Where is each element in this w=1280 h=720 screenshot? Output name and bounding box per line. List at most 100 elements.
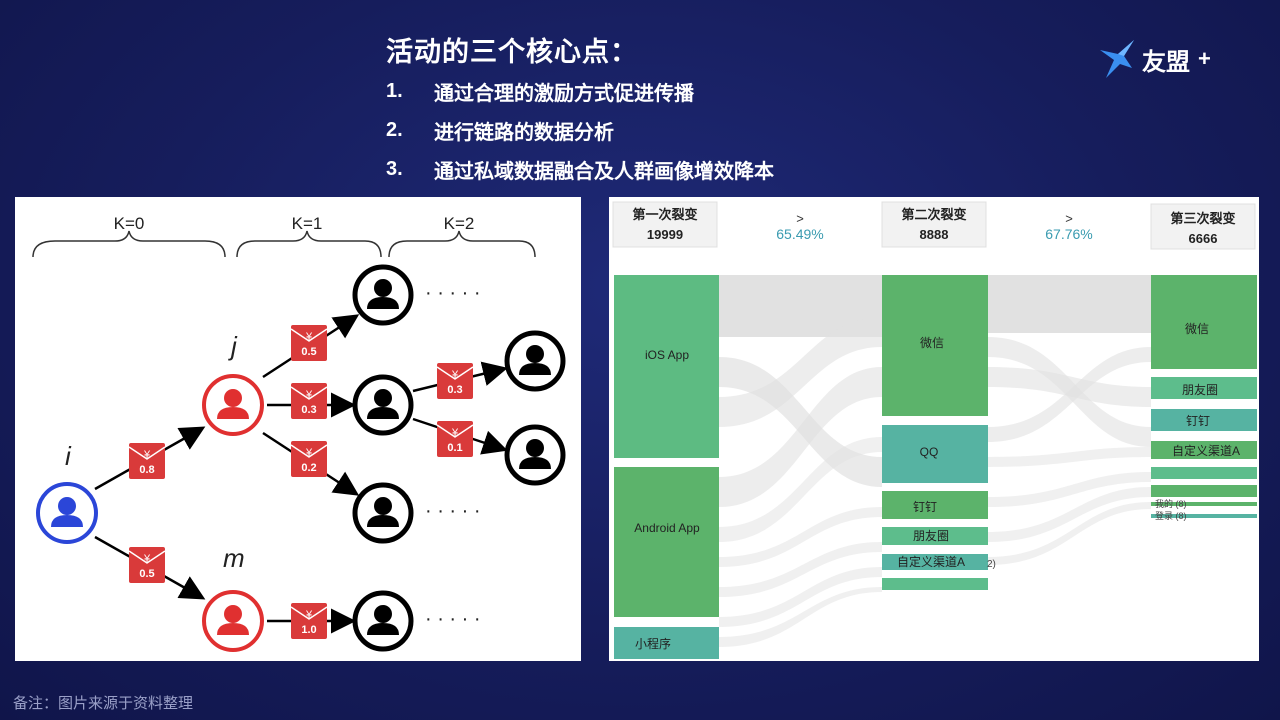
- stage3-node-mine: 我的 (8): [1151, 498, 1257, 509]
- envelope-0-5-a: ¥ 0.5: [128, 546, 166, 584]
- svg-text:67.76%: 67.76%: [1045, 226, 1092, 242]
- core-point-item: 1. 通过合理的激励方式促进传播: [386, 72, 774, 111]
- svg-text:1.0: 1.0: [301, 624, 316, 636]
- stage3-node-bar-a: [1151, 467, 1257, 479]
- svg-text:65.49%: 65.49%: [776, 226, 823, 242]
- stage-header-2: 第二次裂变 8888: [881, 201, 987, 248]
- stage2-node-qq: QQ: [882, 425, 988, 483]
- svg-text:>: >: [796, 211, 804, 226]
- stage1-node-ios: iOS App: [614, 275, 719, 458]
- slide-title: 活动的三个核心点：: [386, 37, 638, 67]
- node-j: [202, 374, 264, 436]
- umeng-swallow-icon: [1100, 40, 1134, 78]
- stage2-node-custom-a: 自定义渠道A 2): [882, 554, 996, 570]
- level-label-k2: K=2: [444, 214, 475, 233]
- svg-text:Android App: Android App: [634, 521, 700, 535]
- svg-text:钉钉: 钉钉: [1186, 414, 1210, 428]
- svg-text:¥: ¥: [451, 427, 459, 439]
- core-point-item: 2. 进行链路的数据分析: [386, 111, 774, 150]
- svg-text:微信: 微信: [920, 336, 944, 350]
- core-point-item: 3.通过私域数据融合及人群画像增效降本: [386, 150, 774, 189]
- svg-text:小程序: 小程序: [635, 636, 671, 651]
- svg-text:0.3: 0.3: [301, 404, 316, 416]
- envelope-0-8: ¥ 0.8: [128, 442, 166, 480]
- node-k2-b: [507, 427, 563, 483]
- point-number: 2.: [386, 119, 403, 141]
- point-text: 通过合理的激励方式促进传播: [434, 83, 694, 105]
- node-k1-b: [355, 377, 411, 433]
- stage3-node-custom-a: 自定义渠道A: [1151, 441, 1257, 459]
- svg-text:¥: ¥: [305, 609, 313, 621]
- node-k1-c: [355, 485, 411, 541]
- svg-text:¥: ¥: [143, 449, 151, 461]
- svg-text:QQ: QQ: [920, 445, 939, 459]
- stage1-node-android: Android App: [614, 467, 719, 617]
- svg-text:>: >: [1065, 211, 1073, 226]
- conversion-1: > 65.49%: [776, 211, 823, 242]
- envelope-1-0: ¥ 1.0: [290, 602, 328, 640]
- stage3-node-moments: 朋友圈: [1151, 377, 1257, 399]
- ellipsis-3: · · · · ·: [425, 608, 481, 630]
- svg-text:8888: 8888: [920, 227, 949, 242]
- node-k2-a: [507, 333, 563, 389]
- svg-text:0.1: 0.1: [447, 442, 462, 454]
- stage3-node-dingtalk: 钉钉: [1151, 409, 1257, 431]
- stage3-node-bar-b: [1151, 485, 1257, 497]
- level-label-k1: K=1: [292, 214, 323, 233]
- svg-text:0.5: 0.5: [139, 568, 154, 580]
- stage-header-1: 第一次裂变 19999: [612, 201, 718, 248]
- sankey-flows: [719, 275, 1151, 647]
- node-label-m: m: [223, 543, 245, 573]
- svg-text:微信: 微信: [1185, 322, 1209, 336]
- svg-text:登录 (8): 登录 (8): [1155, 511, 1187, 521]
- svg-text:¥: ¥: [305, 447, 313, 459]
- ellipsis-1: · · · · ·: [425, 282, 481, 304]
- footnote: 备注：图片来源于资料整理: [13, 695, 194, 712]
- stage2-node-other: [882, 578, 988, 590]
- svg-text:0.5: 0.5: [301, 346, 316, 358]
- referral-tree-diagram: K=0 K=1 K=2: [15, 197, 581, 661]
- stage-header-3: 第三次裂变 6666: [1150, 203, 1256, 250]
- stage3-node-login: 登录 (8): [1151, 511, 1257, 521]
- logo-text: 友盟: [1142, 48, 1190, 76]
- point-number: 3.: [386, 158, 403, 180]
- svg-text:自定义渠道A: 自定义渠道A: [897, 554, 965, 569]
- node-k1-a: [355, 267, 411, 323]
- brace-k1: [236, 230, 382, 258]
- envelope-0-3-b: ¥ 0.3: [436, 362, 474, 400]
- stage2-node-moments: 朋友圈: [882, 527, 988, 545]
- point-text: 进行链路的数据分析: [434, 122, 614, 144]
- envelope-0-3-a: ¥ 0.3: [290, 382, 328, 420]
- svg-text:我的 (8): 我的 (8): [1155, 498, 1187, 509]
- svg-text:朋友圈: 朋友圈: [1182, 383, 1218, 397]
- svg-text:6666: 6666: [1189, 231, 1218, 246]
- level-braces: [32, 230, 536, 258]
- umeng-logo: 友盟 +: [1098, 38, 1211, 80]
- node-i: [36, 482, 98, 544]
- envelope-0-1: ¥ 0.1: [436, 420, 474, 458]
- envelope-0-5-b: ¥ 0.5: [290, 324, 328, 362]
- point-number: 1.: [386, 80, 403, 102]
- logo-plus: +: [1198, 46, 1211, 71]
- fission-funnel-chart: 第一次裂变 19999 第二次裂变 8888 第三次裂变 6666 > 65.4…: [609, 197, 1259, 661]
- svg-text:第二次裂变: 第二次裂变: [901, 207, 966, 222]
- svg-text:第三次裂变: 第三次裂变: [1170, 211, 1235, 226]
- svg-text:19999: 19999: [647, 227, 683, 242]
- svg-text:¥: ¥: [305, 389, 313, 401]
- svg-text:朋友圈: 朋友圈: [913, 529, 949, 543]
- stage3-node-wechat: 微信: [1151, 275, 1257, 369]
- svg-text:2): 2): [987, 559, 996, 570]
- level-label-k0: K=0: [114, 214, 145, 233]
- svg-text:¥: ¥: [143, 553, 151, 565]
- svg-text:0.2: 0.2: [301, 462, 316, 474]
- node-label-i: i: [65, 441, 72, 471]
- envelope-0-2: ¥ 0.2: [290, 440, 328, 478]
- ellipsis-2: · · · · ·: [425, 500, 481, 522]
- svg-text:自定义渠道A: 自定义渠道A: [1172, 443, 1240, 458]
- node-label-j: j: [228, 331, 238, 361]
- svg-text:钉钉: 钉钉: [913, 500, 937, 514]
- svg-text:iOS App: iOS App: [645, 348, 689, 362]
- brace-k0: [32, 230, 226, 258]
- svg-text:¥: ¥: [451, 369, 459, 381]
- svg-text:0.8: 0.8: [139, 464, 154, 476]
